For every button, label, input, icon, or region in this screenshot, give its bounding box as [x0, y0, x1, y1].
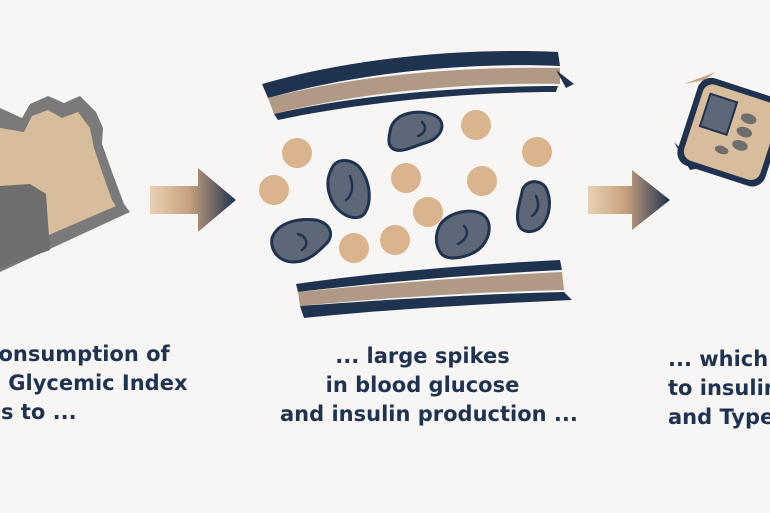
step1-caption-line-2: h Glycemic Index — [0, 371, 188, 395]
step3-caption: ... which to insulin and Type — [668, 345, 770, 432]
step1-caption: consumption of h Glycemic Index ds to ..… — [0, 340, 188, 427]
step3-caption-line-3: and Type — [668, 405, 770, 429]
step1-caption-line-3: ds to ... — [0, 400, 77, 424]
blood-vessel-icon — [259, 51, 574, 318]
step2-caption-line-3: and insulin production ... — [280, 402, 578, 426]
bread-slice-icon — [0, 96, 130, 272]
step3-caption-line-2: to insulin — [668, 376, 770, 400]
step1-caption-line-1: consumption of — [0, 342, 170, 366]
step3-caption-line-1: ... which — [668, 347, 769, 371]
arrow-right-icon — [150, 168, 236, 232]
step2-caption: ... large spikes in blood glucose and in… — [280, 342, 578, 429]
step2-caption-line-2: in blood glucose — [325, 373, 520, 397]
glucose-meter-icon — [674, 72, 770, 187]
step2-caption-line-1: ... large spikes — [335, 344, 510, 368]
arrow-right-icon — [588, 170, 670, 230]
